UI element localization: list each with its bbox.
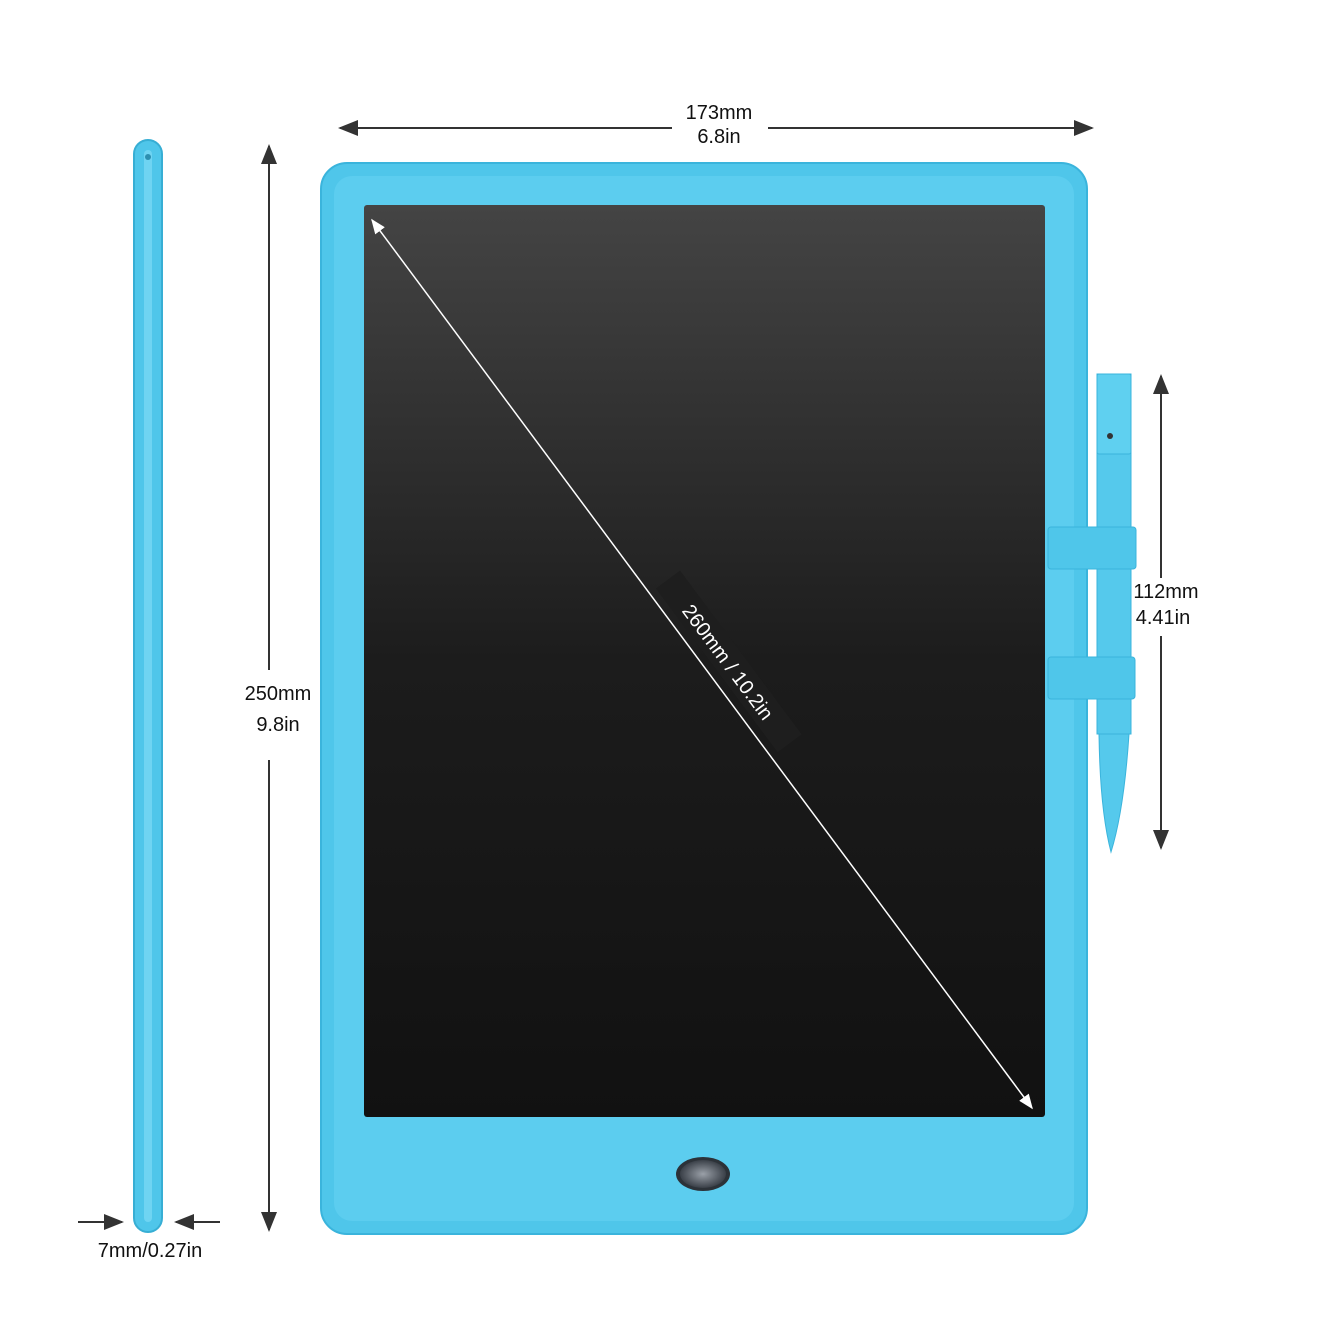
pen-clip-upper — [1047, 526, 1137, 570]
diagonal-arrow — [371, 218, 1033, 1110]
pen-clip-lower — [1047, 656, 1136, 700]
thickness-label: 7mm/0.27in — [98, 1240, 203, 1262]
pen-mm-label: 112mm — [1133, 581, 1198, 603]
round-metal-button-icon — [680, 1160, 726, 1188]
erase-button[interactable] — [676, 1157, 730, 1191]
height-mm-label: 250mm — [245, 683, 312, 705]
width-mm-label: 173mm — [686, 102, 753, 124]
height-in-label: 9.8in — [256, 714, 299, 736]
pen-in-label: 4.41in — [1136, 607, 1191, 629]
width-in-label: 6.8in — [697, 126, 740, 148]
stylus-pen[interactable] — [1096, 373, 1132, 854]
lcd-screen — [364, 205, 1045, 1117]
